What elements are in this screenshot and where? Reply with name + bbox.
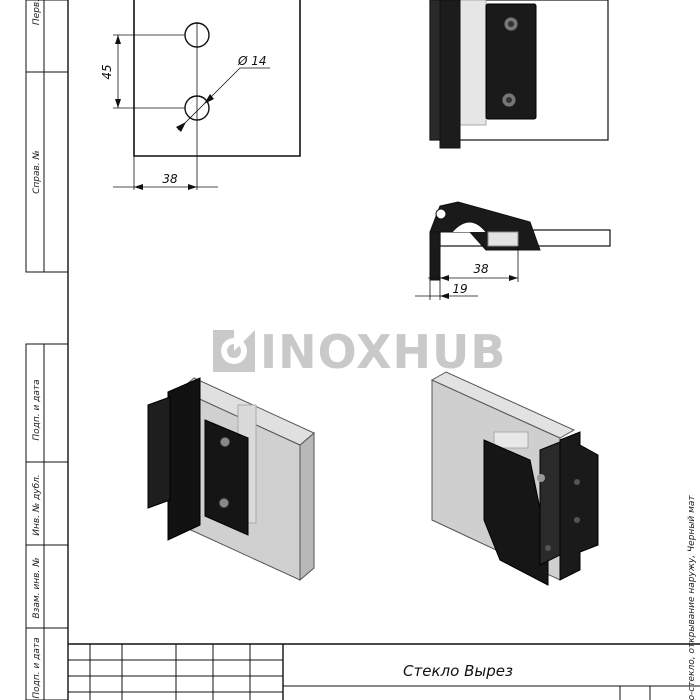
inoxhub-logo-icon [213, 330, 255, 372]
top-view-clamp [415, 201, 611, 300]
dimension-hole-diameter: Ø 14 [237, 54, 267, 68]
dimension-hole-offset: 38 [162, 172, 178, 186]
margin-label-signature-date-1: Подп. и дата [32, 379, 42, 440]
margin-label-first-use: Перв. [32, 0, 42, 25]
side-view-hinge [429, 0, 609, 149]
front-view-glass-holes [113, 0, 301, 190]
dimension-clamp-depth: 38 [473, 262, 489, 276]
left-margin-stamp [25, 0, 69, 700]
margin-label-duplicate-inv: Инв. № дубл. [32, 474, 42, 536]
inoxhub-watermark: INOXHUB [213, 325, 506, 379]
watermark-text: INOXHUB [260, 325, 506, 379]
isometric-view-back [430, 371, 599, 586]
margin-label-reference-no: Справ. № [32, 150, 42, 194]
dimension-clamp-offset: 19 [452, 282, 467, 296]
margin-label-replace-inv: Взам. инв. № [32, 557, 42, 618]
right-margin-note: Стекло-стекло, открывание наружу, Черный… [687, 495, 697, 700]
margin-label-signature-date-2: Подп. и дата [32, 637, 42, 698]
isometric-view-front [147, 377, 315, 582]
title-block-name: Стекло Вырез [403, 662, 513, 680]
hinge-plate [485, 3, 537, 120]
title-block [68, 644, 700, 700]
dimension-hole-spacing: 45 [100, 64, 114, 79]
